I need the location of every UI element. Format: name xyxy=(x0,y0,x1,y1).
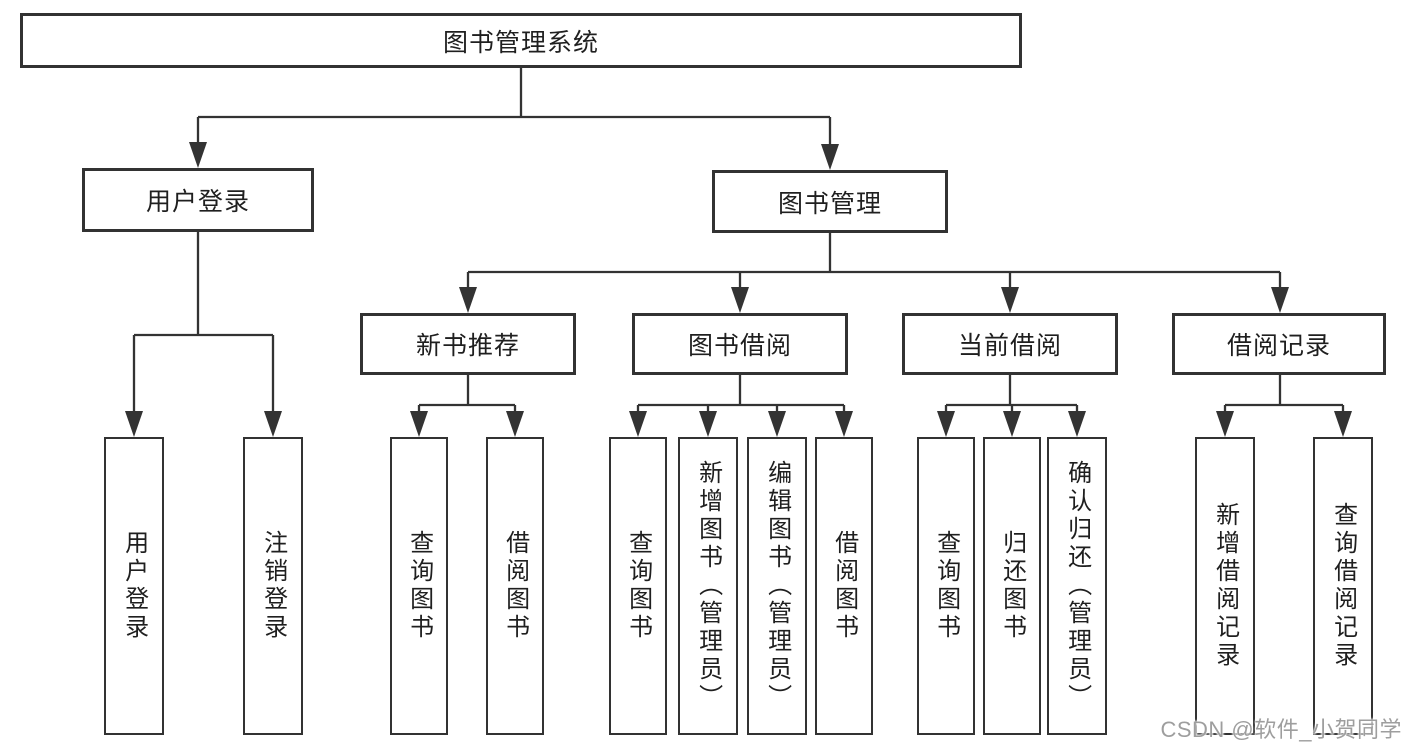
leaf-add-borrow-record-label: 新增借阅记录 xyxy=(1211,502,1239,670)
node-book-borrow: 图书借阅 xyxy=(632,313,848,375)
leaf-logout: 注销登录 xyxy=(243,437,303,735)
node-root-label: 图书管理系统 xyxy=(442,28,599,57)
leaf-query-books-1-label: 查询图书 xyxy=(405,530,433,642)
node-user-login: 用户登录 xyxy=(82,168,314,232)
node-root: 图书管理系统 xyxy=(20,13,1022,68)
node-new-book-recommend-label: 新书推荐 xyxy=(415,332,520,360)
node-book-borrow-label: 图书借阅 xyxy=(687,332,792,360)
leaf-borrow-books-1-label: 借阅图书 xyxy=(501,530,529,642)
leaf-query-borrow-record: 查询借阅记录 xyxy=(1313,437,1373,735)
leaf-return-book: 归还图书 xyxy=(983,437,1041,735)
leaf-confirm-return-admin-label: 确认归还（管理员） xyxy=(1063,460,1091,712)
node-book-management-label: 图书管理 xyxy=(777,189,882,218)
leaf-edit-book-admin-label: 编辑图书（管理员） xyxy=(763,460,791,712)
watermark: CSDN @软件_小贺同学 xyxy=(1160,717,1402,742)
node-book-management: 图书管理 xyxy=(712,170,948,233)
leaf-confirm-return-admin: 确认归还（管理员） xyxy=(1047,437,1107,735)
leaf-user-login: 用户登录 xyxy=(104,437,164,735)
leaf-query-books-1: 查询图书 xyxy=(390,437,448,735)
leaf-add-book-admin-label: 新增图书（管理员） xyxy=(694,460,722,712)
node-borrow-records-label: 借阅记录 xyxy=(1226,332,1331,360)
leaf-edit-book-admin: 编辑图书（管理员） xyxy=(747,437,807,735)
leaf-query-books-2-label: 查询图书 xyxy=(624,530,652,642)
leaf-logout-label: 注销登录 xyxy=(259,530,287,642)
leaf-return-book-label: 归还图书 xyxy=(998,530,1026,642)
leaf-query-borrow-record-label: 查询借阅记录 xyxy=(1329,502,1357,670)
leaf-query-books-3-label: 查询图书 xyxy=(932,530,960,642)
leaf-query-books-3: 查询图书 xyxy=(917,437,975,735)
node-current-borrow: 当前借阅 xyxy=(902,313,1118,375)
leaf-borrow-books-2-label: 借阅图书 xyxy=(830,530,858,642)
leaf-user-login-label: 用户登录 xyxy=(120,530,148,642)
leaf-add-borrow-record: 新增借阅记录 xyxy=(1195,437,1255,735)
leaf-add-book-admin: 新增图书（管理员） xyxy=(678,437,738,735)
node-current-borrow-label: 当前借阅 xyxy=(957,332,1062,360)
leaf-borrow-books-2: 借阅图书 xyxy=(815,437,873,735)
node-new-book-recommend: 新书推荐 xyxy=(360,313,576,375)
leaf-borrow-books-1: 借阅图书 xyxy=(486,437,544,735)
node-borrow-records: 借阅记录 xyxy=(1172,313,1386,375)
node-user-login-label: 用户登录 xyxy=(145,188,250,216)
leaf-query-books-2: 查询图书 xyxy=(609,437,667,735)
